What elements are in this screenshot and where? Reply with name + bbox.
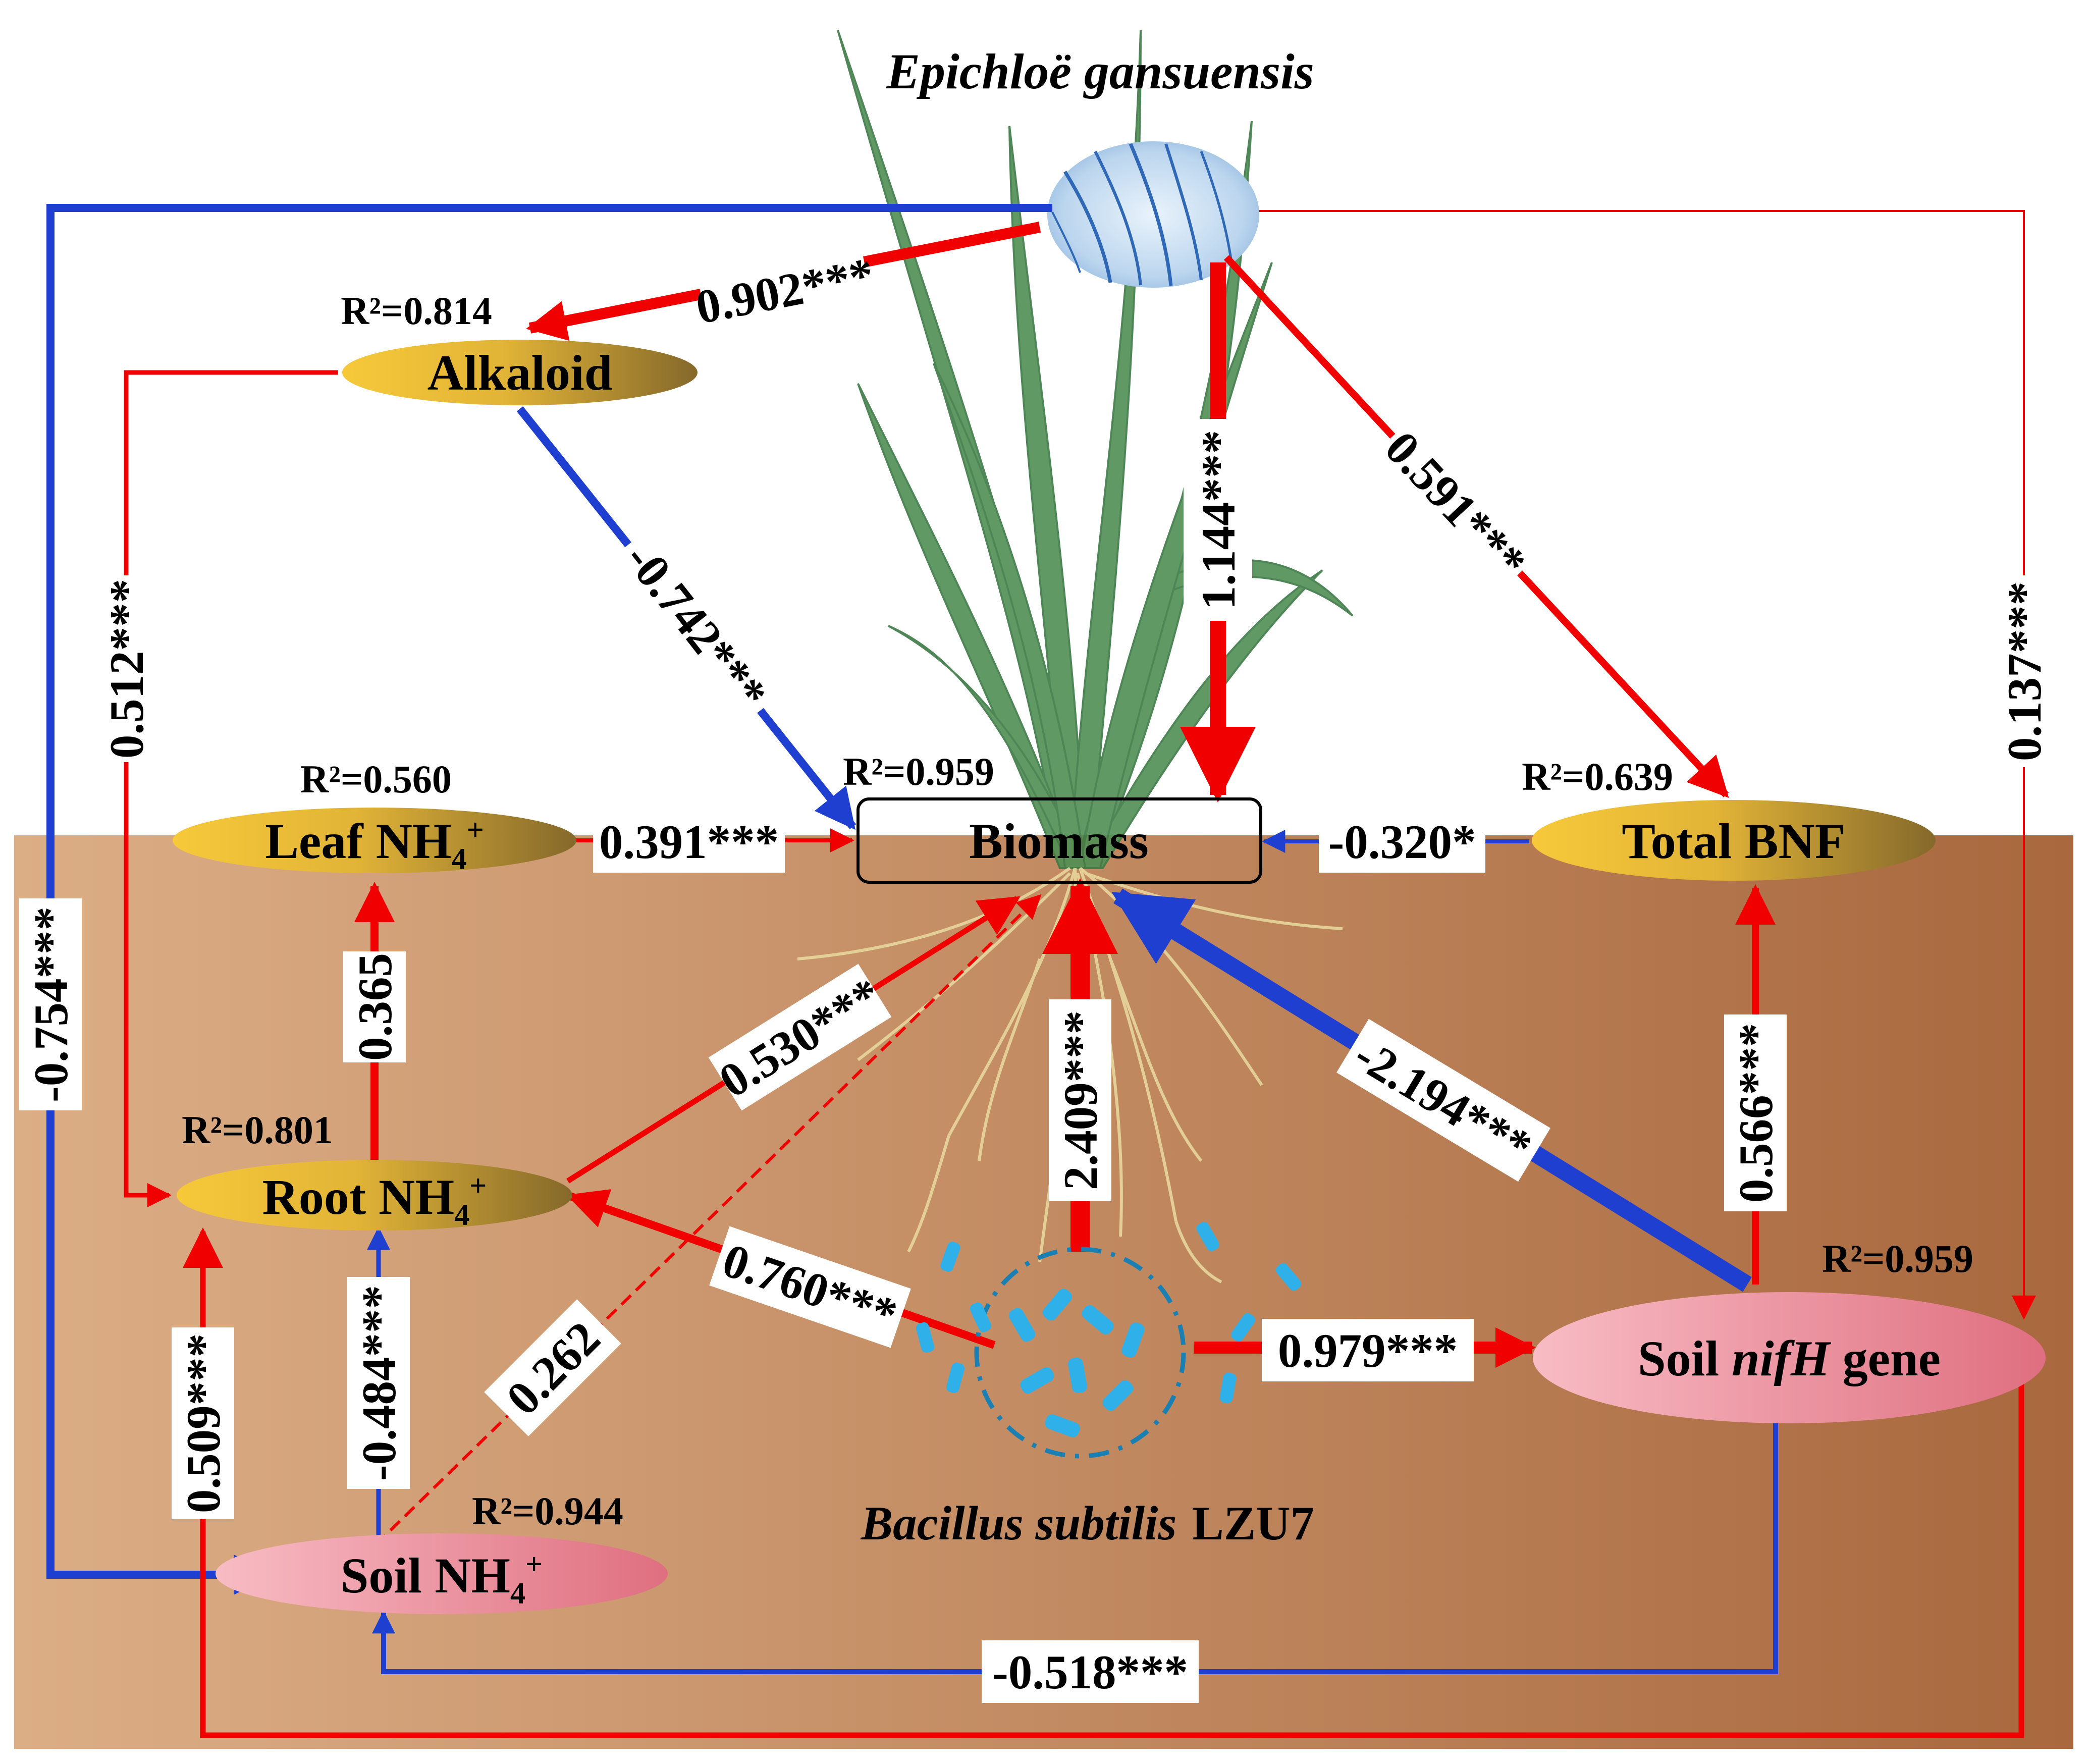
root-label: Root NH (262, 1169, 455, 1225)
node-root-nh4: Root NH4+ R²=0.801 (177, 1108, 572, 1232)
node-soil-nh4: Soil NH4+ R²=0.944 (216, 1489, 668, 1614)
node-soil-nifh: Soil nifH gene R²=0.959 (1533, 1237, 2046, 1423)
label-nifh-bnf: 0.566*** (1724, 1014, 1787, 1211)
svg-text:0.566***: 0.566*** (1729, 1023, 1783, 1203)
label-soil-root: -0.484*** (347, 1277, 410, 1489)
svg-text:Root NH4+: Root NH4+ (262, 1169, 487, 1232)
leaf-label: Leaf NH (265, 813, 451, 869)
soilnh4-label: Soil NH (341, 1547, 510, 1603)
node-total-bnf: Total BNF R²=0.639 (1522, 755, 1936, 881)
node-leaf-nh4: Leaf NH4+ R²=0.560 (173, 757, 576, 876)
label-bac-nifh: 0.979*** (1262, 1319, 1474, 1381)
svg-text:Soil nifH gene: Soil nifH gene (1638, 1330, 1941, 1386)
bnf-label: Total BNF (1622, 813, 1846, 869)
svg-text:0.512***: 0.512*** (100, 579, 153, 759)
svg-text:-0.518***: -0.518*** (992, 1645, 1188, 1699)
svg-text:0.391***: 0.391*** (599, 815, 779, 869)
svg-text:0.591***: 0.591*** (1375, 421, 1536, 589)
label-bac-bio: 2.409*** (1049, 999, 1111, 1201)
svg-text:2.409***: 2.409*** (1054, 1010, 1107, 1190)
svg-text:-0.754***: -0.754*** (24, 906, 78, 1102)
bnf-r2: R²=0.639 (1522, 755, 1673, 798)
root-r2: R²=0.801 (182, 1108, 333, 1152)
node-alkaloid: Alkaloid R²=0.814 (341, 289, 698, 405)
alkaloid-r2: R²=0.814 (341, 289, 492, 333)
biomass-label: Biomass (969, 813, 1149, 869)
label-e-soilnh4: -0.754*** (19, 898, 82, 1110)
label-nifh-root: 0.509*** (172, 1327, 234, 1519)
svg-text:Leaf NH4+: Leaf NH4+ (265, 813, 484, 876)
svg-text:Soil NH4+: Soil NH4+ (341, 1547, 543, 1610)
svg-text:-0.484***: -0.484*** (352, 1285, 406, 1481)
label-nifh-soil: -0.518*** (982, 1640, 1199, 1703)
label-bnf-bio: -0.320* (1319, 810, 1485, 873)
label-e-nifh: 0.137*** (1993, 575, 2055, 767)
label-leaf-bio: 0.391*** (593, 810, 785, 873)
label-e-bio: 1.144*** (1184, 419, 1252, 621)
label-alk-root: 0.512*** (95, 575, 157, 762)
alkaloid-label: Alkaloid (427, 345, 613, 401)
biomass-r2: R²=0.959 (843, 750, 994, 793)
leaf-r2: R²=0.560 (300, 757, 452, 801)
svg-text:-0.742***: -0.742*** (615, 532, 777, 720)
svg-text:0.979***: 0.979*** (1278, 1324, 1458, 1377)
nifh-r2: R²=0.959 (1822, 1237, 1973, 1280)
soilnh4-r2: R²=0.944 (472, 1489, 623, 1533)
endophyte-image (1047, 141, 1259, 288)
svg-text:0.137***: 0.137*** (1998, 581, 2051, 761)
svg-text:1.144***: 1.144*** (1192, 430, 1245, 610)
svg-text:0.365: 0.365 (348, 953, 402, 1061)
svg-text:0.509***: 0.509*** (177, 1333, 230, 1513)
label-e-bnf: 0.591*** (1369, 415, 1543, 595)
node-biomass: Biomass R²=0.959 (843, 750, 1262, 884)
diagram-title: Epichloë gansuensis (886, 43, 1314, 99)
label-e-alk: 0.902*** (691, 243, 878, 337)
label-root-leaf: 0.365 (343, 951, 406, 1062)
soil-background (14, 835, 2073, 1749)
svg-text:-0.320*: -0.320* (1328, 815, 1476, 869)
label-alk-bio: -0.742*** (606, 523, 787, 729)
